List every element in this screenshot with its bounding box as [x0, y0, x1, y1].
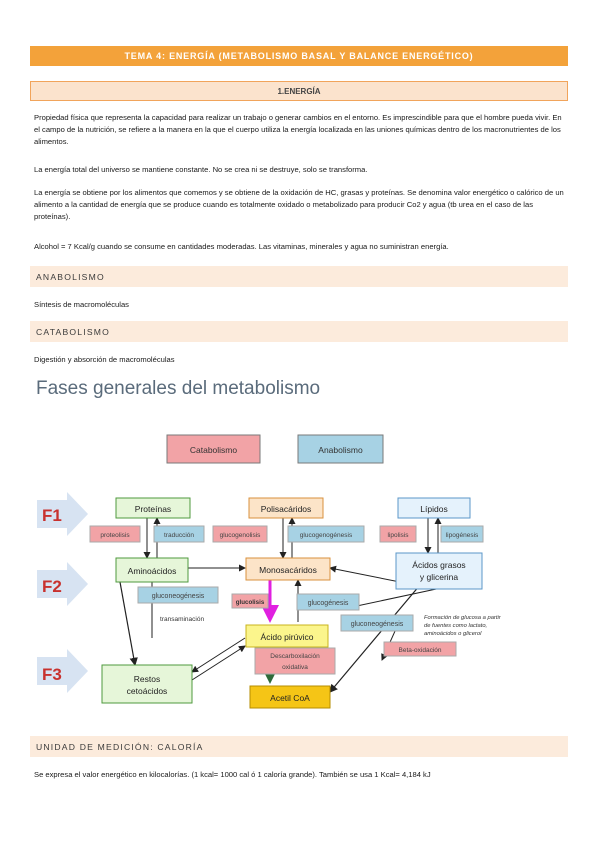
legend-catabolismo-box — [166, 434, 261, 464]
arrow-piruvico-restos — [191, 637, 246, 673]
label-glucolisis-box — [231, 593, 269, 609]
label-glucogenogenesis-box — [287, 525, 365, 543]
label-descarboxilacion-1: Descarboxilación — [270, 653, 320, 660]
anabolismo-heading: ANABOLISMO — [30, 266, 568, 287]
label-lipogenesis-box — [440, 525, 484, 543]
unidad-text: Se expresa el valor energético en kiloca… — [34, 770, 431, 779]
label-glucogenolisis-box — [212, 525, 268, 543]
label-glucolisis: glucolisis — [236, 599, 265, 606]
node-aminoacidos — [115, 557, 189, 583]
label-proteolisis: proteolisis — [100, 532, 130, 539]
anabolismo-heading-text: ANABOLISMO — [36, 271, 105, 282]
node-acidos-label-1: Ácidos grasos — [412, 560, 465, 570]
note-formacion-1: Formación de glucosa a partir — [424, 615, 502, 621]
node-proteinas-label: Proteínas — [135, 504, 171, 514]
metabolism-diagram: Catabolismo Anabolismo F1 F2 F3 Proteína… — [37, 434, 502, 709]
phase-arrow-f2 — [37, 562, 88, 606]
label-descarboxilacion-box — [254, 647, 336, 675]
paragraph-alcohol: Alcohol = 7 Kcal/g cuando se consume en … — [34, 242, 449, 251]
note-formacion-3: aminoácidos o glicerol — [424, 631, 482, 637]
node-polisacaridos-label: Polisacáridos — [261, 504, 312, 514]
label-glucogenogenesis: glucogenogénesis — [300, 532, 353, 539]
label-proteolisis-box — [89, 525, 141, 543]
node-proteinas — [115, 497, 191, 519]
label-traduccion: traducción — [164, 532, 194, 539]
arrow-aminoacidos-restos — [119, 581, 138, 667]
node-restos-cetoacidos — [101, 664, 193, 704]
node-acetil-coa — [249, 685, 331, 709]
phase-arrow-f3 — [37, 649, 88, 693]
label-beta-oxidacion: Beta-oxidación — [399, 647, 442, 654]
phase-label-f1: F1 — [42, 506, 62, 525]
arrow-restos-piruvico — [191, 645, 246, 681]
catabolismo-text: Digestión y absorción de macromoléculas — [34, 355, 175, 364]
arrow-glicerina-monosac — [329, 565, 401, 583]
label-transaminacion: transaminación — [160, 616, 204, 623]
unidad-heading-text: UNIDAD DE MEDICIÓN: CALORÍA — [36, 741, 204, 752]
node-restos-label-2: cetoácidos — [127, 686, 168, 696]
label-glucogenesis: glucogénesis — [308, 600, 349, 607]
legend-catabolismo-label: Catabolismo — [190, 445, 238, 455]
note-formacion-2: de fuentes como lactato, — [424, 623, 487, 629]
section-heading-energia: 1.ENERGÍA — [30, 81, 568, 101]
node-acidos-label-2: y glicerina — [420, 572, 459, 582]
label-gluconeogenesis-2-box — [340, 614, 414, 632]
label-lipolisis: lipolisis — [388, 532, 410, 539]
diagram-title: Fases generales del metabolismo — [36, 378, 321, 399]
label-gluconeogenesis-2: gluconeogénesis — [351, 621, 404, 628]
label-glucogenolisis: glucogenolisis — [220, 532, 262, 539]
node-restos-label-1: Restos — [134, 674, 160, 684]
label-traduccion-box — [153, 525, 205, 543]
topic-title-bar: TEMA 4: ENERGÍA (METABOLISMO BASAL Y BAL… — [30, 46, 568, 66]
node-aminoacidos-label: Aminoácidos — [128, 566, 177, 576]
anabolismo-text: Síntesis de macromoléculas — [34, 300, 129, 309]
label-lipogenesis: lipogénesis — [446, 532, 479, 539]
phase-arrow-f1 — [37, 492, 88, 536]
node-lipidos — [397, 497, 471, 519]
label-glucogenesis-box — [296, 593, 360, 611]
node-lipidos-label: Lípidos — [420, 504, 447, 514]
node-monosacaridos — [245, 557, 331, 581]
label-lipolisis-box — [379, 525, 417, 543]
unidad-heading: UNIDAD DE MEDICIÓN: CALORÍA — [30, 736, 568, 757]
label-gluconeogenesis-1-box — [137, 586, 219, 604]
topic-title: TEMA 4: ENERGÍA (METABOLISMO BASAL Y BAL… — [124, 51, 474, 61]
arrow-acidos-acetil — [329, 584, 421, 693]
node-polisacaridos — [248, 497, 324, 519]
legend-anabolismo-label: Anabolismo — [318, 445, 363, 455]
legend-anabolismo-box — [297, 434, 384, 464]
catabolismo-heading: CATABOLISMO — [30, 321, 568, 342]
paragraph-energy-source: La energía se obtiene por los alimentos … — [34, 188, 564, 221]
phase-label-f3: F3 — [42, 665, 62, 684]
node-acido-piruvico-label: Ácido pirúvico — [261, 632, 314, 642]
paragraph-definition: Propiedad física que representa la capac… — [34, 113, 562, 146]
paragraph-conservation: La energía total del universo se mantien… — [34, 165, 368, 174]
label-descarboxilacion-2: oxidativa — [282, 664, 308, 671]
phase-label-f2: F2 — [42, 577, 62, 596]
section-heading-text: 1.ENERGÍA — [277, 86, 321, 96]
node-monosacaridos-label: Monosacáridos — [259, 565, 317, 575]
node-acetil-coa-label: Acetil CoA — [270, 693, 310, 703]
node-acido-piruvico — [245, 624, 329, 648]
label-gluconeogenesis-1: gluconeogénesis — [152, 593, 205, 600]
catabolismo-heading-text: CATABOLISMO — [36, 326, 111, 337]
label-beta-oxidacion-box — [383, 641, 457, 657]
node-acidos-grasos — [395, 552, 483, 590]
